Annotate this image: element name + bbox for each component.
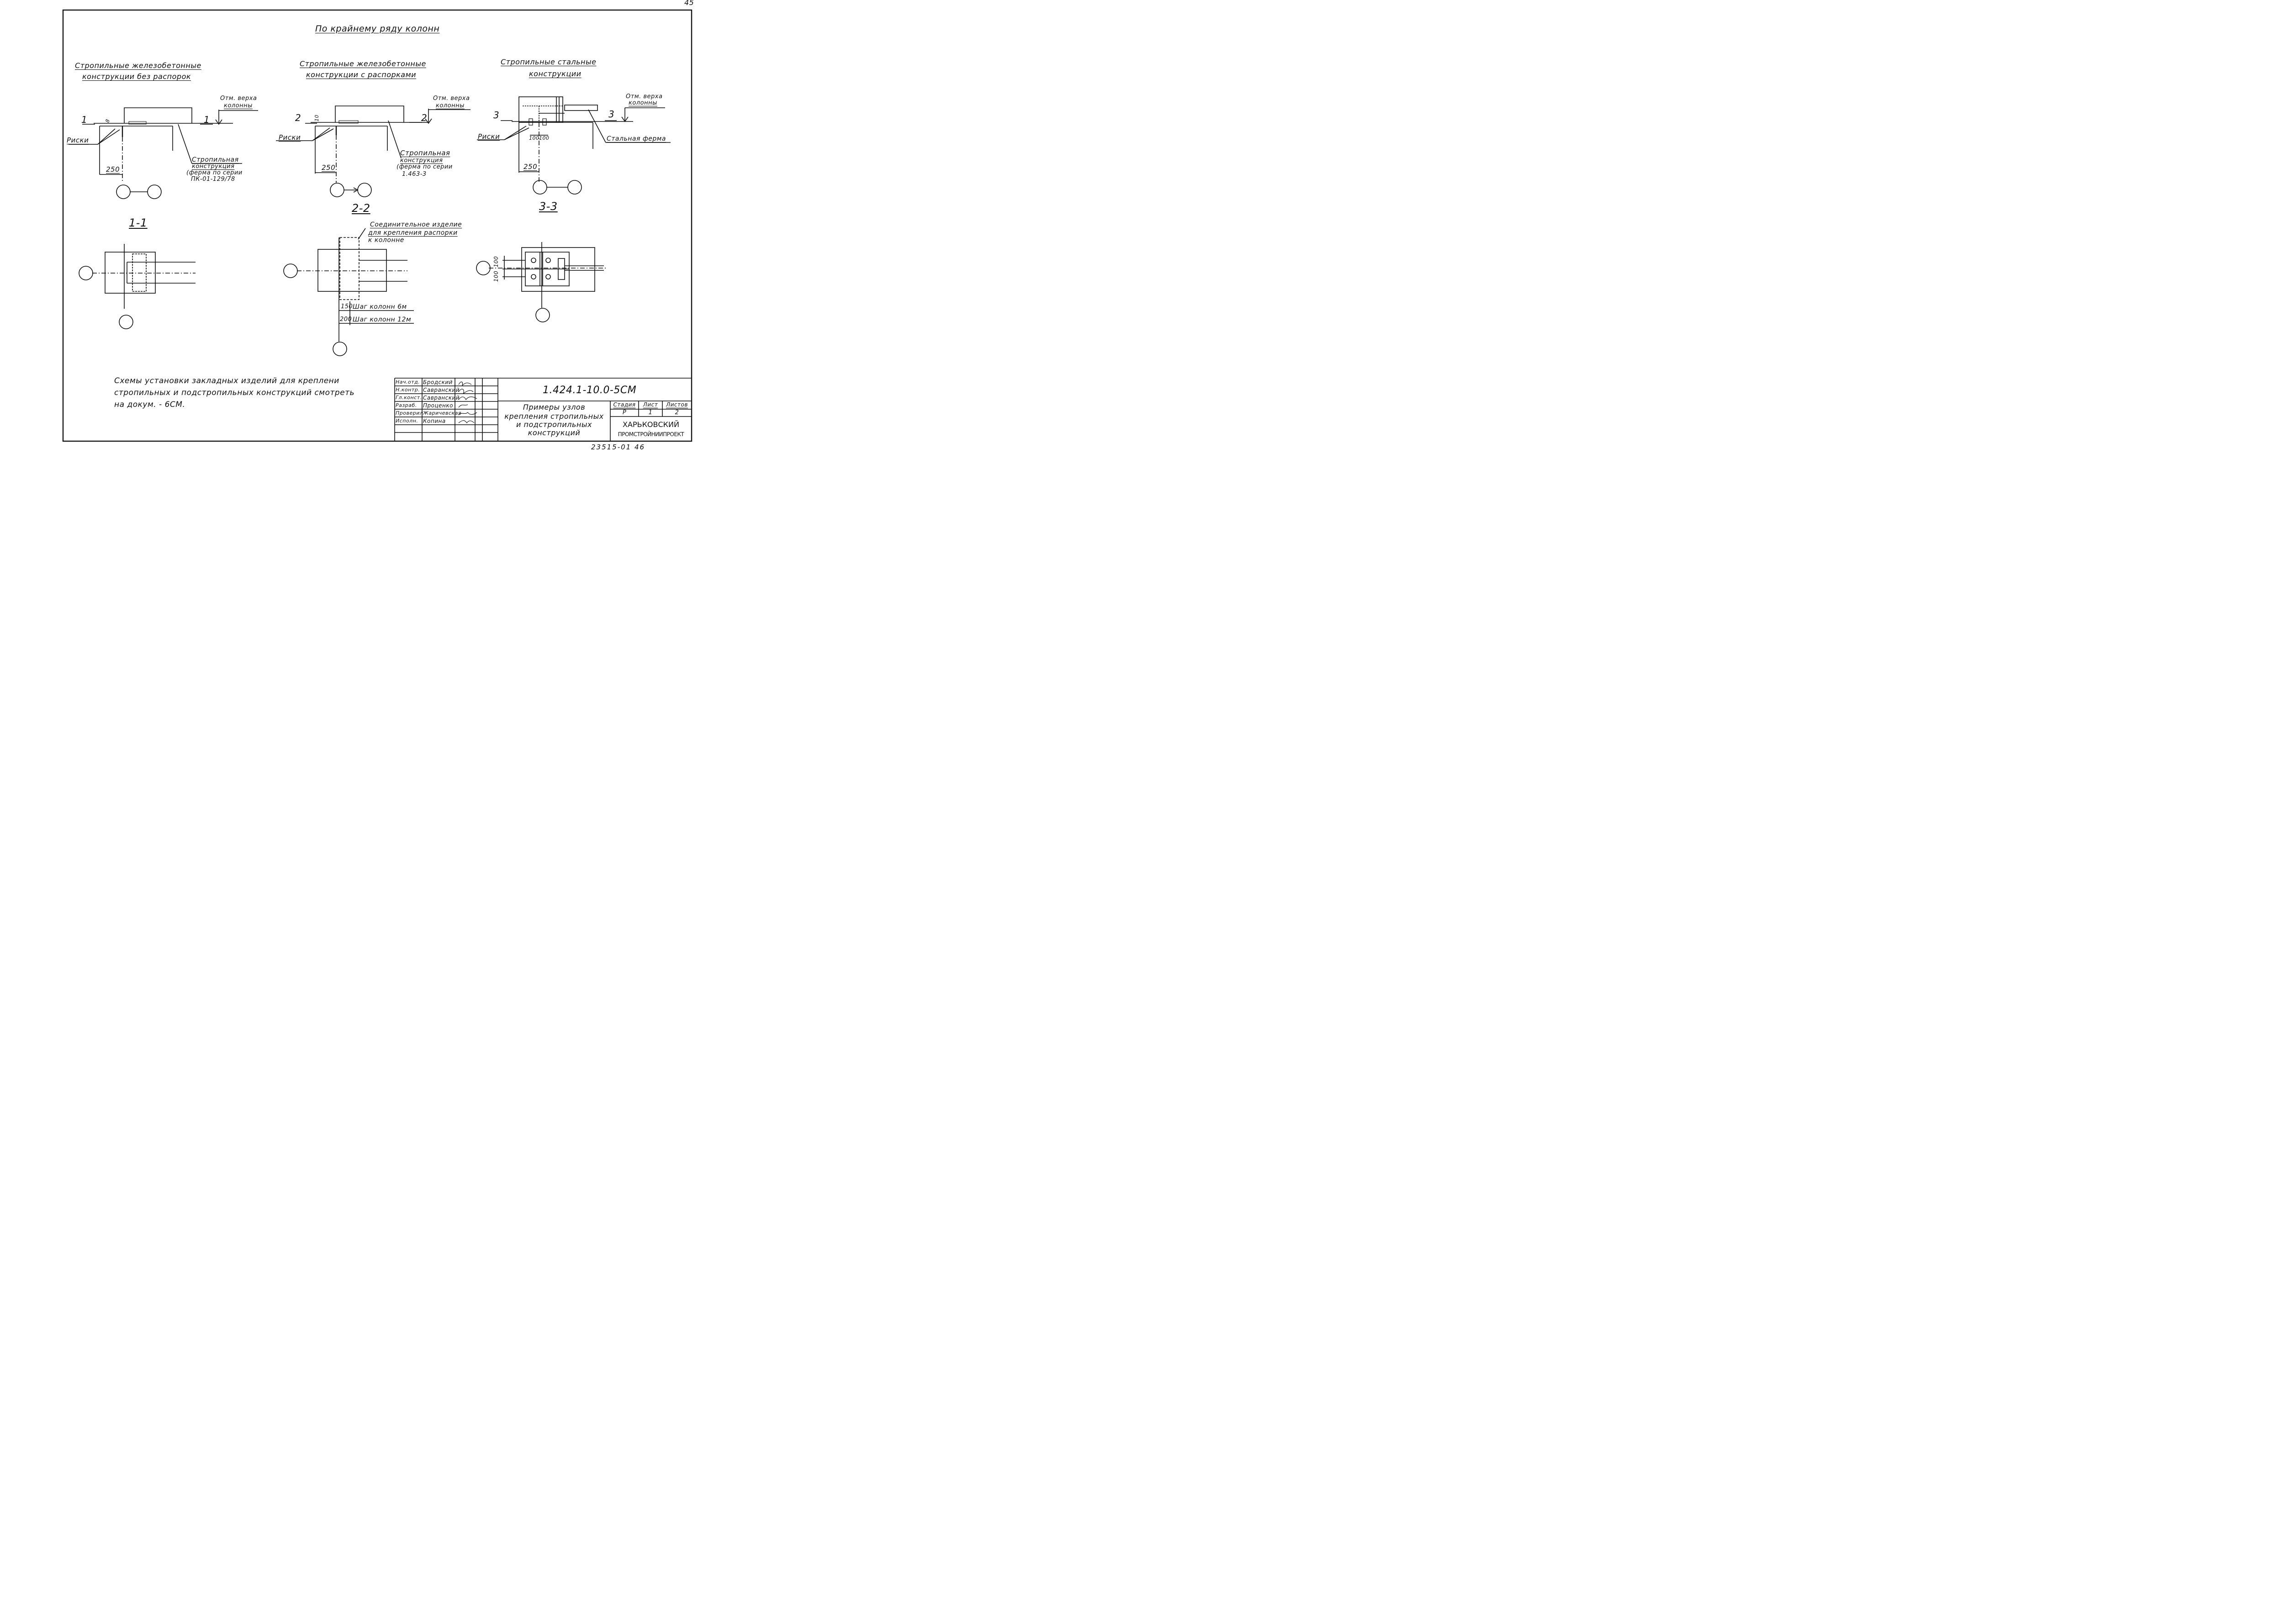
footer-code: 23515-01 46 (591, 443, 645, 451)
name-4: Жаричевская (423, 410, 462, 416)
heading-left-line-1: Стропильные железобетонные (75, 61, 201, 70)
top-mark-2-line-2: колонны (436, 102, 465, 109)
detail-3-elevation (477, 96, 671, 195)
sheets-label: Листов (666, 401, 688, 408)
truss-left-line-4: ПК-01-129/78 (191, 176, 235, 183)
drawing-title-line-4: конструкций (528, 428, 581, 437)
section-mark-2a: 2 (295, 112, 301, 123)
top-mark-3-line-1: Отм. верха (626, 93, 663, 100)
sheet-frame (62, 9, 693, 442)
name-3: Проценко (423, 402, 453, 409)
truss-left-line-3: (ферма по серии (186, 169, 243, 176)
truss-mid-line-2: конструкция (400, 157, 443, 164)
role-4: Проверил (396, 410, 423, 416)
plan-1-1 (79, 244, 196, 329)
plan-3-3 (476, 242, 608, 322)
role-0: Нач.отд. (396, 379, 420, 385)
sheets-value: 2 (675, 409, 679, 416)
signature-0 (458, 381, 472, 386)
top-mark-2-line-1: Отм. верха (433, 95, 470, 102)
sheet-label: Лист (643, 401, 658, 408)
name-5: Копина (423, 418, 446, 424)
role-3: Разраб. (396, 402, 417, 408)
name-2: Савранский (423, 395, 460, 401)
heading-right-line-2: конструкции (529, 69, 582, 78)
dim-100-elev-b: 100 (539, 135, 550, 141)
signatures (458, 381, 477, 423)
riski-label-3: Риски (478, 132, 500, 141)
name-1: Савранский (423, 387, 460, 393)
section-title-2-2: 2-2 (352, 202, 370, 215)
section-mark-3b: 3 (608, 109, 615, 120)
top-mark-1-line-1: Отм. верха (220, 95, 257, 102)
drawing-title-line-2: крепления стропильных (504, 412, 604, 421)
heading-left-line-2: конструкции без распорок (82, 72, 191, 81)
role-2: Гл.конст. (396, 395, 422, 401)
pitch-12m: Шаг колонн 12м (353, 316, 412, 323)
stage-value: Р (622, 409, 627, 416)
riski-label-2: Риски (279, 133, 301, 142)
dim-200: 200 (340, 316, 352, 323)
signature-3 (458, 404, 468, 408)
section-mark-3a: 3 (493, 110, 500, 121)
pitch-6m: Шаг колонн 6м (353, 303, 407, 311)
truss-left-line-2: конструкция (192, 163, 235, 170)
note-line-2: стропильных и подстропильных конструкций… (114, 388, 355, 397)
doc-code: 1.424.1-10.0-5СМ (543, 385, 637, 396)
detail-1-elevation (69, 107, 258, 199)
connector-line-1: Соединительное изделие (370, 221, 462, 228)
connector-line-2: для крепления распорки (368, 229, 458, 237)
role-5: Исполн. (396, 418, 418, 424)
top-mark-3-line-2: колонны (629, 100, 657, 106)
page-number: 45 (684, 0, 694, 7)
role-1: Н.контр. (396, 387, 420, 393)
dim-150: 150 (341, 303, 353, 310)
org-line-2: Промстройниипроект (618, 431, 684, 438)
heading-mid-line-1: Стропильные железобетонные (300, 59, 426, 68)
note-line-1: Схемы установки закладных изделий для кр… (114, 376, 339, 385)
stage-label: Стадия (613, 401, 636, 408)
steel-truss-label: Стальная ферма (607, 135, 666, 142)
section-mark-1b: 1 (204, 114, 210, 125)
heading-right-line-1: Стропильные стальные (501, 58, 597, 66)
dim-250-1: 250 (106, 165, 120, 174)
heading-mid-line-2: конструкции с распорками (306, 70, 417, 79)
riski-label-1: Риски (67, 136, 89, 144)
drawing-linework (62, 9, 693, 442)
drawing-title-line-3: и подстропильных (516, 420, 592, 429)
dim-250-3: 250 (523, 163, 538, 171)
signature-5 (458, 420, 475, 423)
signature-2 (458, 396, 477, 401)
signature-1 (458, 389, 474, 394)
section-mark-2b: 2 (421, 112, 428, 123)
section-title-3-3: 3-3 (539, 200, 558, 213)
truss-mid-line-3: (ферма по серии (397, 163, 453, 170)
sheet-value: 1 (648, 409, 653, 416)
section-title-1-1: 1-1 (129, 216, 148, 229)
note-line-3: на докум. - 6СМ. (114, 400, 185, 409)
plan-2-2 (283, 228, 414, 356)
section-mark-1a: 1 (81, 114, 88, 125)
drawing-title-line-1: Примеры узлов (523, 403, 586, 411)
main-title: По крайнему ряду колонн (315, 24, 440, 34)
name-0: Бродский (423, 379, 453, 385)
org-line-1: Харьковский (623, 420, 679, 429)
truss-mid-line-1: Стропильная (400, 149, 450, 157)
truss-mid-line-4: 1.463-3 (402, 171, 427, 178)
connector-line-3: к колонне (368, 237, 404, 244)
dim-100-elev-a: 100 (529, 135, 539, 141)
dim-250-2: 250 (322, 163, 336, 172)
detail-2-elevation (276, 105, 471, 197)
signature-4 (458, 412, 477, 416)
truss-left-line-1: Стропильная (192, 156, 239, 163)
title-block-lines (394, 378, 692, 441)
top-mark-1-line-2: колонны (224, 102, 253, 109)
